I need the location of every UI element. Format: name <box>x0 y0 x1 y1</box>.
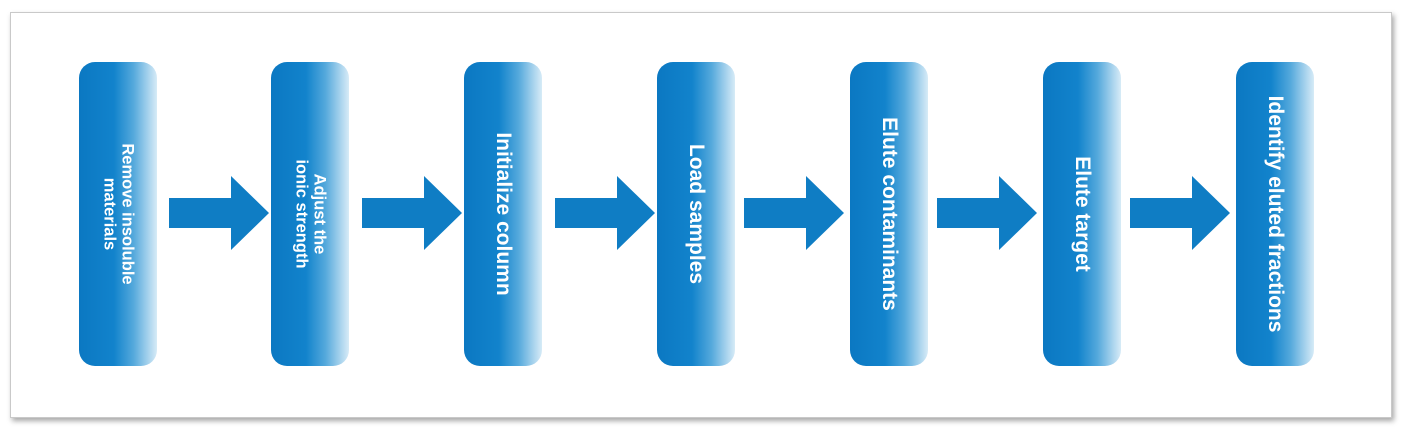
step-remove-insoluble-materials: Remove insoluble materials <box>79 62 157 366</box>
step-adjust-ionic-strength: Adjust the ionic strength <box>271 62 349 366</box>
step-label: Identify eluted fractions <box>1263 95 1287 333</box>
step-label: Load samples <box>684 143 708 285</box>
arrow-right-icon <box>169 176 269 250</box>
arrow-right-icon <box>937 176 1037 250</box>
step-elute-contaminants: Elute contaminants <box>850 62 928 366</box>
step-label: Elute contaminants <box>877 117 901 311</box>
step-label: Initialize column <box>491 132 515 296</box>
step-load-samples: Load samples <box>657 62 735 366</box>
arrow-right-icon <box>744 176 844 250</box>
step-label: Remove insoluble materials <box>100 143 137 285</box>
arrow-right-icon <box>362 176 462 250</box>
step-label: Adjust the ionic strength <box>292 159 329 269</box>
step-label: Elute target <box>1070 156 1094 272</box>
step-identify-eluted-fractions: Identify eluted fractions <box>1236 62 1314 366</box>
arrow-right-icon <box>1130 176 1230 250</box>
step-initialize-column: Initialize column <box>464 62 542 366</box>
step-elute-target: Elute target <box>1043 62 1121 366</box>
arrow-right-icon <box>555 176 655 250</box>
